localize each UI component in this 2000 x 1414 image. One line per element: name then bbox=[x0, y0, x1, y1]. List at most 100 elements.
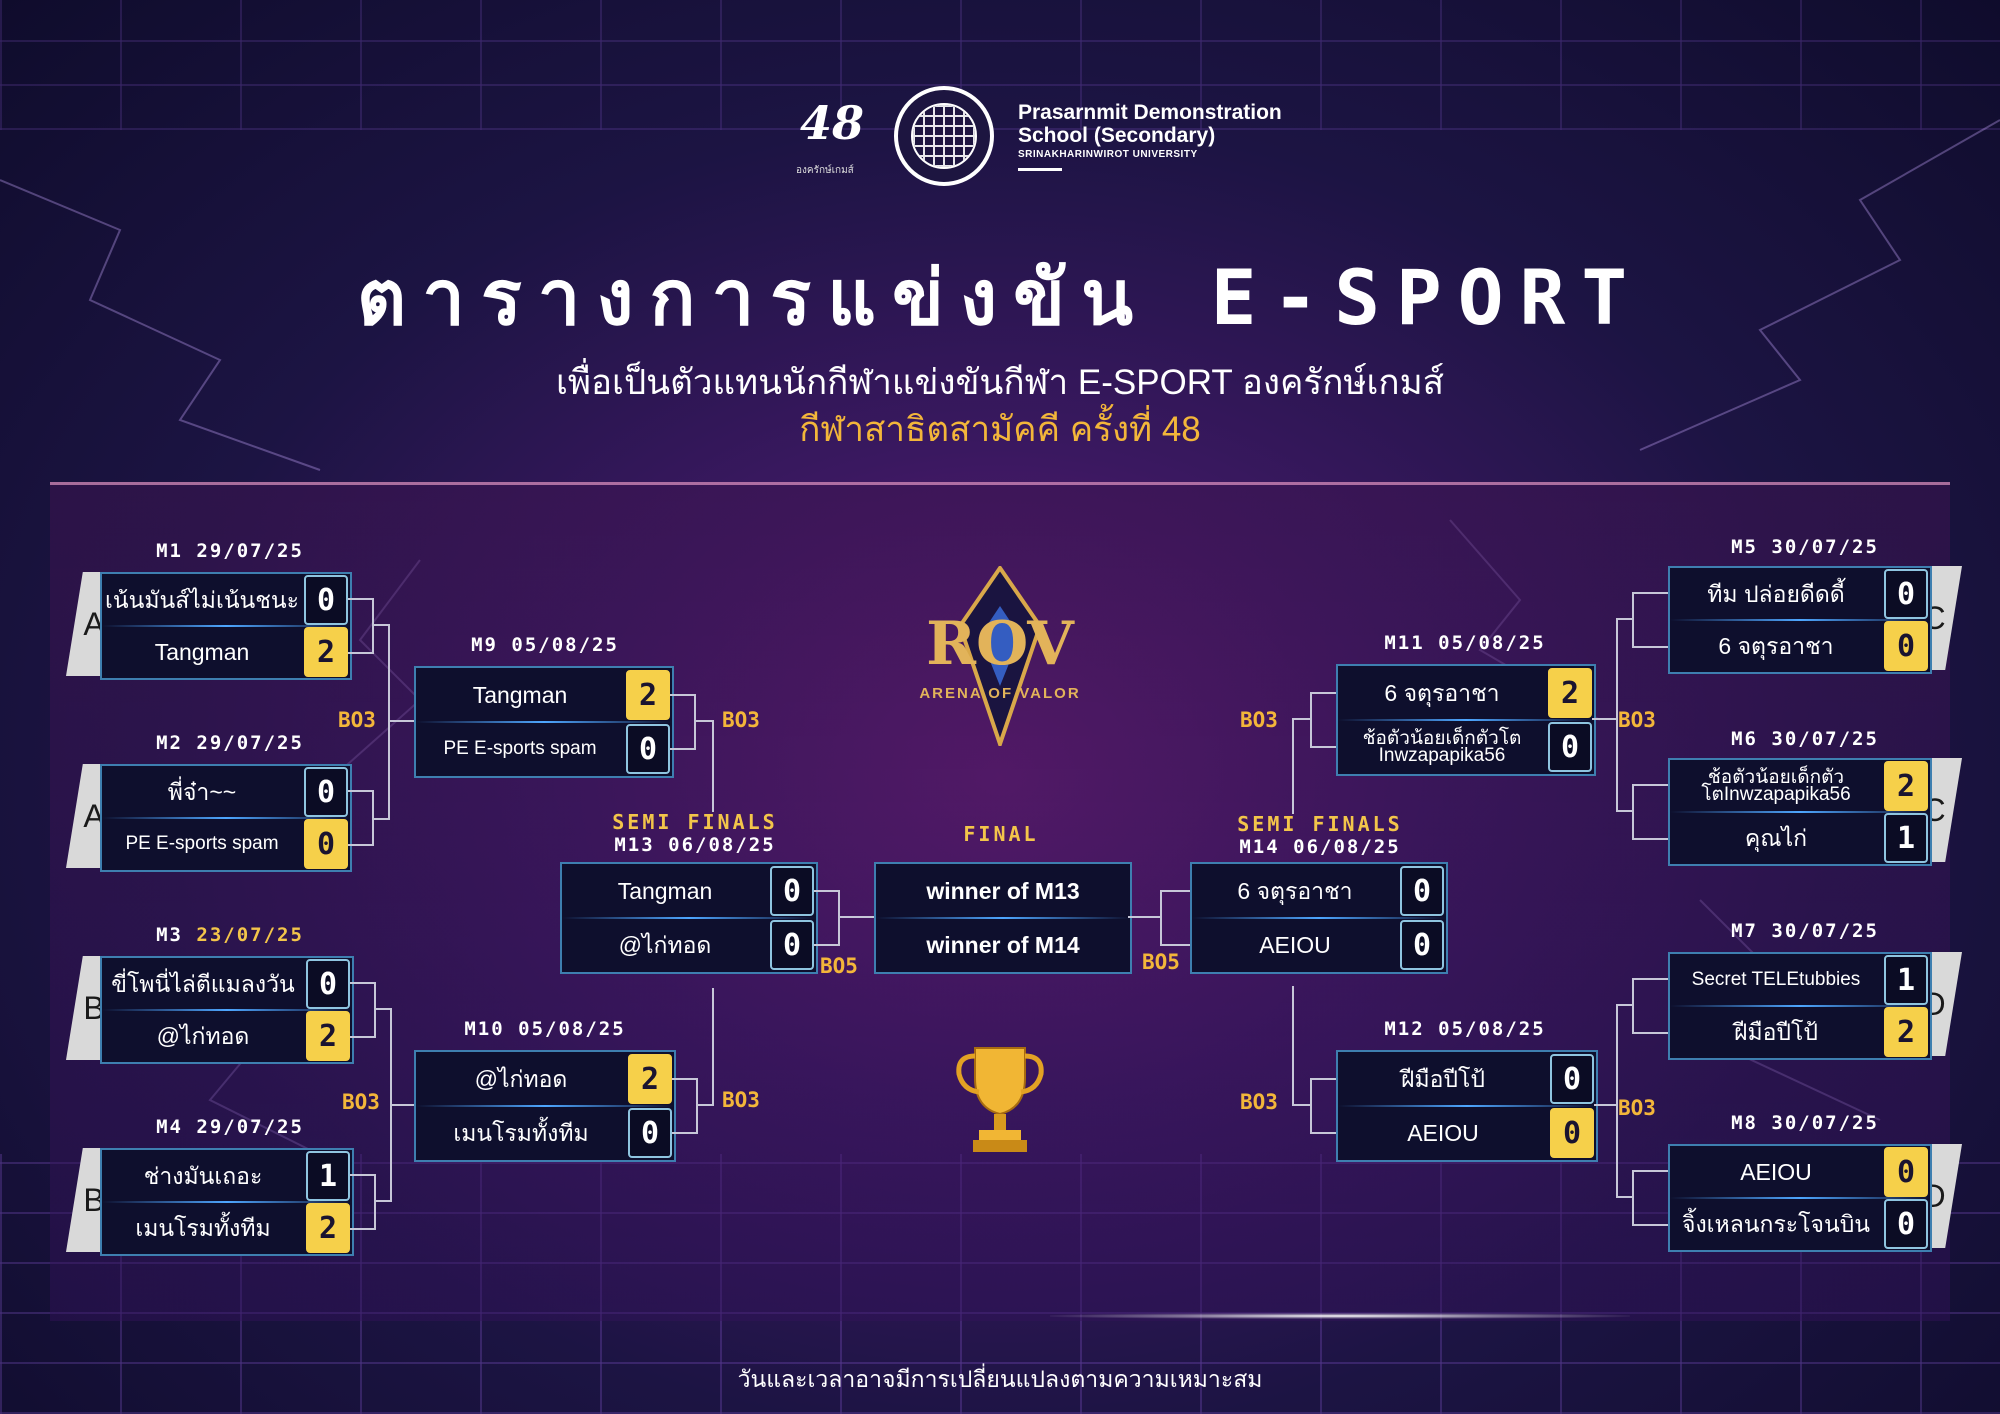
best-of-label: BO3 bbox=[338, 708, 376, 732]
team-score: 2 bbox=[306, 1203, 350, 1253]
bracket-connector bbox=[1616, 810, 1632, 812]
bracket-connector bbox=[1292, 1104, 1310, 1106]
bracket-connector bbox=[348, 652, 374, 654]
logo48-caption: องครักษ์เกมส์ bbox=[796, 165, 854, 176]
team-score: 0 bbox=[770, 866, 814, 916]
team-name: 6 จตุรอาชา bbox=[1384, 679, 1500, 706]
match-date: 23/07/25 bbox=[196, 924, 304, 946]
match-label: M4 29/07/25 bbox=[120, 1116, 340, 1138]
row-divider bbox=[1670, 1005, 1930, 1007]
team-score: 2 bbox=[1884, 1007, 1928, 1057]
match-id: M6 bbox=[1731, 728, 1758, 750]
bracket-connector bbox=[1632, 784, 1668, 786]
bracket-connector bbox=[1632, 1032, 1668, 1034]
match-card[interactable]: Tangman 2 PE E-sports spam 0 bbox=[414, 666, 674, 778]
team-score: 2 bbox=[628, 1054, 672, 1104]
games-48-logo: 48 องครักษ์เกมส์ bbox=[790, 88, 870, 184]
bracket-connector bbox=[376, 1200, 392, 1202]
match-id: M4 bbox=[156, 1116, 183, 1138]
team-name: Tangman bbox=[472, 681, 568, 708]
match-label: M14 06/08/25 bbox=[1195, 836, 1445, 858]
team-score: 1 bbox=[1884, 813, 1928, 863]
match-label: M7 30/07/25 bbox=[1690, 920, 1920, 942]
bracket-connector bbox=[1616, 1196, 1632, 1198]
bracket-connector bbox=[1632, 978, 1634, 1032]
match-date: 05/08/25 bbox=[511, 634, 619, 656]
bracket-connector bbox=[1160, 944, 1190, 946]
bracket-connector bbox=[350, 1174, 376, 1176]
school-seal-icon bbox=[894, 86, 994, 186]
team-score: 0 bbox=[1550, 1054, 1594, 1104]
team-score: 1 bbox=[1884, 955, 1928, 1005]
match-label: M1 29/07/25 bbox=[120, 540, 340, 562]
row-divider bbox=[1338, 719, 1594, 721]
bracket-connector bbox=[1292, 986, 1294, 1104]
match-id: M10 bbox=[464, 1018, 505, 1040]
school-name-line2: School (Secondary) bbox=[1018, 124, 1216, 147]
match-label: M8 30/07/25 bbox=[1690, 1112, 1920, 1134]
team-score: 0 bbox=[626, 724, 670, 774]
match-date: 30/07/25 bbox=[1771, 920, 1879, 942]
match-label: M10 05/08/25 bbox=[430, 1018, 660, 1040]
row-divider bbox=[416, 1105, 674, 1107]
team-name: ฝีมือปีโป้ bbox=[1733, 1018, 1818, 1045]
bracket-connector bbox=[672, 1132, 698, 1134]
match-date: 05/08/25 bbox=[518, 1018, 626, 1040]
glow-line bbox=[1050, 1313, 1630, 1319]
match-date: 30/07/25 bbox=[1771, 728, 1879, 750]
best-of-label: BO3 bbox=[1240, 1090, 1278, 1114]
bracket-connector bbox=[348, 598, 374, 600]
bracket-connector bbox=[1632, 1170, 1634, 1224]
team-score: 2 bbox=[1548, 668, 1592, 718]
bracket-connector bbox=[670, 694, 696, 696]
bracket-connector bbox=[838, 890, 840, 944]
rov-logo-tagline: ARENA OF VALOR bbox=[919, 685, 1080, 702]
bracket-connector bbox=[1292, 718, 1310, 720]
team-name: 6 จตุรอาชา bbox=[1237, 877, 1353, 904]
bracket-connector bbox=[390, 1104, 414, 1106]
match-label: M5 30/07/25 bbox=[1690, 536, 1920, 558]
team-name: เมนโรมทั้งทีม bbox=[135, 1214, 271, 1241]
team-name: Tangman bbox=[154, 638, 250, 665]
bracket-connector bbox=[374, 624, 390, 626]
match-id: M11 bbox=[1384, 632, 1425, 654]
bracket-connector bbox=[1594, 1104, 1616, 1106]
row-divider bbox=[1192, 917, 1446, 919]
bracket-connector bbox=[814, 890, 840, 892]
bracket-connector bbox=[1616, 618, 1618, 812]
team-name: คุณไก่ bbox=[1744, 824, 1808, 851]
trophy-icon bbox=[956, 1047, 1044, 1152]
team-name: Tangman bbox=[617, 877, 713, 904]
team-name: พี่จ๋า~~ bbox=[167, 778, 237, 805]
bracket-connector bbox=[1592, 718, 1616, 720]
bracket-connector bbox=[1632, 978, 1668, 980]
school-name: Prasarnmit Demonstration School (Seconda… bbox=[1018, 101, 1282, 172]
row-divider bbox=[416, 721, 672, 723]
team-score: 0 bbox=[304, 575, 348, 625]
team-score: 2 bbox=[626, 670, 670, 720]
team-name: PE E-sports spam bbox=[443, 738, 597, 760]
row-divider bbox=[1670, 811, 1930, 813]
best-of-label: BO3 bbox=[342, 1090, 380, 1114]
best-of-label: BO3 bbox=[722, 1088, 760, 1112]
bracket-connector bbox=[712, 988, 714, 1104]
team-score: 0 bbox=[304, 819, 348, 869]
match-date: 30/07/25 bbox=[1771, 536, 1879, 558]
bracket-connector bbox=[372, 790, 374, 844]
footer-note: วันและเวลาอาจมีการเปลี่ยนแปลงตามความเหมา… bbox=[737, 1366, 1263, 1392]
bracket-connector bbox=[1310, 1132, 1336, 1134]
